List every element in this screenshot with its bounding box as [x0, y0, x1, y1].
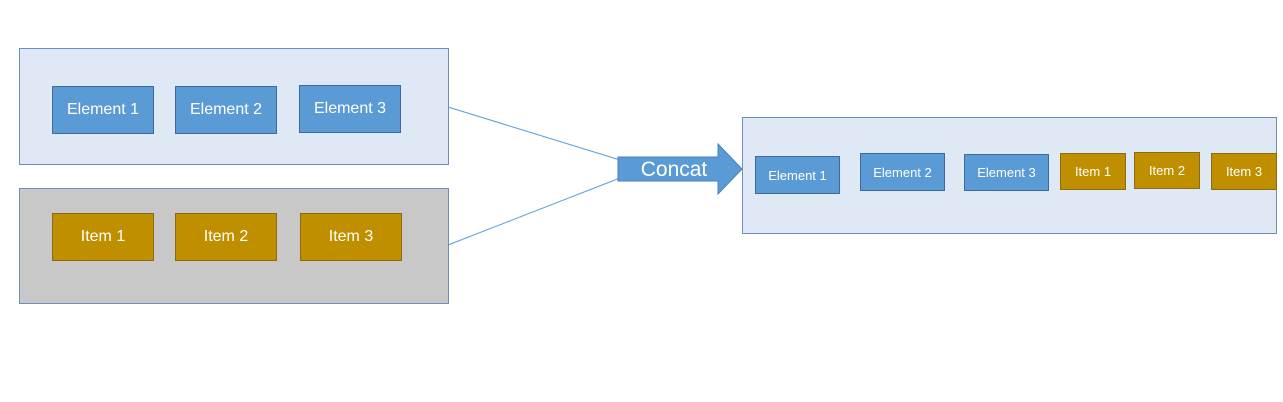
result-item-2: Item 2	[1134, 152, 1200, 189]
source-item-3: Item 3	[300, 213, 402, 261]
result-element-1: Element 1	[755, 156, 840, 194]
right-arrow-icon	[617, 142, 743, 196]
result-item-1: Item 1	[1060, 153, 1126, 190]
source-item-2: Item 2	[175, 213, 277, 261]
source-element-1: Element 1	[52, 86, 154, 134]
source-element-3: Element 3	[299, 85, 401, 133]
concat-label: Concat	[640, 158, 708, 181]
connector-line-bottom	[447, 177, 621, 246]
source-item-1: Item 1	[52, 213, 154, 261]
result-element-2: Element 2	[860, 153, 945, 191]
source-element-2: Element 2	[175, 86, 277, 134]
result-item-3: Item 3	[1211, 153, 1277, 190]
result-element-3: Element 3	[964, 154, 1049, 191]
connector-line-top	[447, 106, 621, 161]
